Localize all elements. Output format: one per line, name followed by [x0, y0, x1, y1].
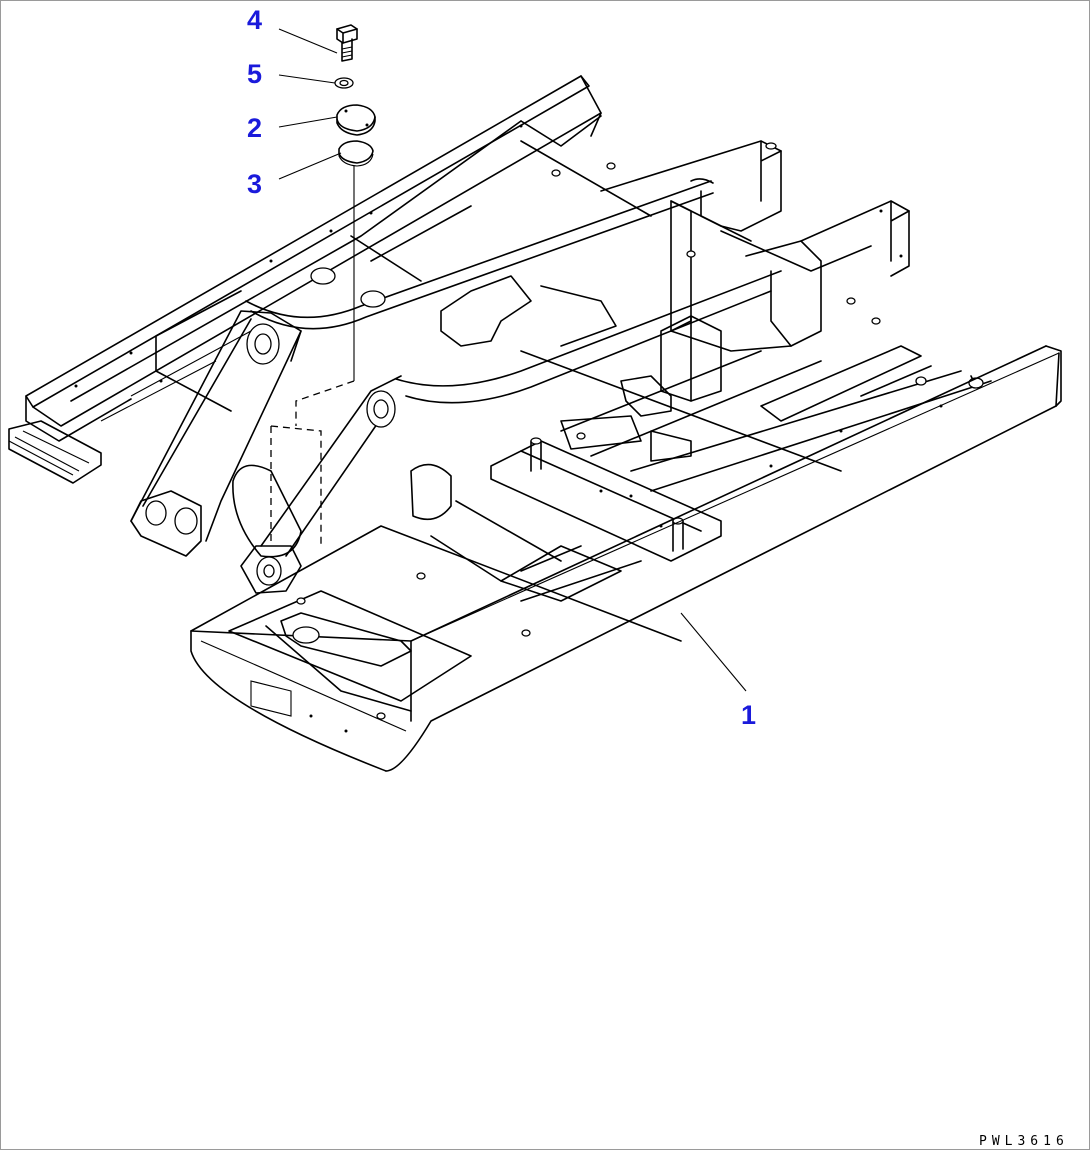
washer-part-5	[334, 77, 354, 89]
revolving-frame	[8, 75, 1062, 772]
drawing-code: PWL3616	[979, 1134, 1069, 1149]
callout-2: 2	[247, 113, 262, 143]
cover-part-2	[336, 104, 376, 136]
assembly-centerline	[270, 166, 355, 546]
gasket-part-3	[338, 140, 374, 167]
callout-5: 5	[247, 59, 262, 89]
callout-4: 4	[247, 5, 262, 35]
callout-3: 3	[247, 169, 262, 199]
leader-lines	[278, 28, 747, 692]
bolt-part-4	[336, 24, 358, 62]
callout-1: 1	[741, 700, 756, 730]
